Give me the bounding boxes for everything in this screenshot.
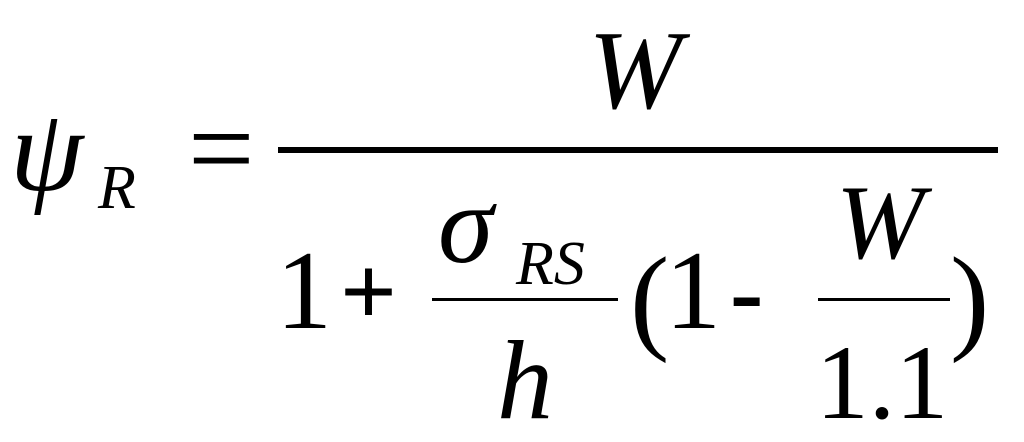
second-denominator: 1.1 <box>816 324 949 441</box>
inner-one: 1 <box>665 229 721 353</box>
second-fraction-bar <box>818 298 950 301</box>
close-paren: ) <box>950 233 989 364</box>
psi-symbol: ψ <box>10 85 85 216</box>
plus-sign: + <box>340 236 397 347</box>
inner-denominator-h: h <box>497 319 553 442</box>
second-numerator-w: W <box>836 164 933 281</box>
minus-sign: - <box>730 236 763 347</box>
main-fraction-bar <box>278 147 998 153</box>
open-paren: ( <box>630 233 669 364</box>
inner-fraction-bar <box>432 298 618 301</box>
psi-subscript: R <box>97 154 136 222</box>
main-numerator: W <box>588 9 690 133</box>
sigma-subscript: RS <box>515 230 585 298</box>
equals-sign: = <box>188 83 255 214</box>
denominator-one: 1 <box>276 229 332 353</box>
sigma-symbol: σ <box>438 163 497 287</box>
